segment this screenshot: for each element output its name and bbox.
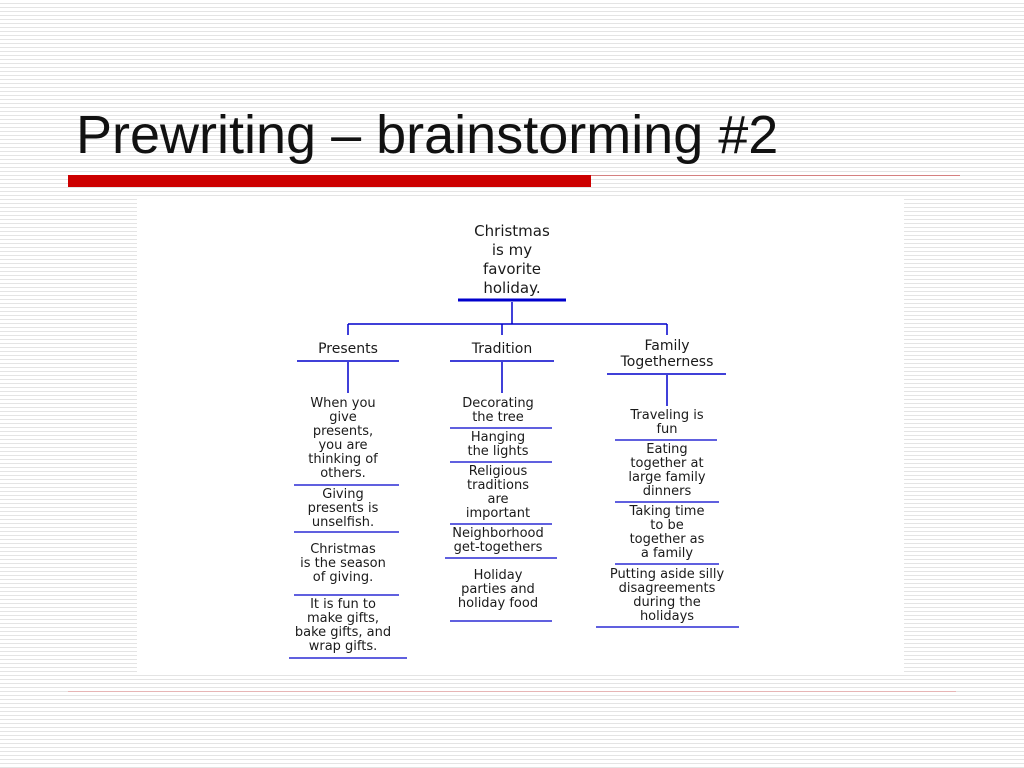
root-node: Christmas is my favorite holiday. — [474, 222, 550, 297]
presents-item: Giving presents is unselfish. — [307, 487, 379, 530]
tradition-item: Religious traditions are important — [465, 464, 531, 521]
tradition-item: Hanging the lights — [467, 430, 529, 459]
family-item: Eating together at large family dinners — [628, 442, 706, 499]
title-accent-line — [591, 175, 960, 176]
family-item: Putting aside silly disagreements during… — [609, 567, 725, 624]
branch-header-family: Family Togetherness — [620, 338, 714, 370]
presents-item: When you give presents, you are thinking… — [308, 396, 378, 481]
family-item: Taking time to be together as a family — [629, 504, 705, 561]
tradition-item: Decorating the tree — [462, 396, 534, 425]
connector-lines — [289, 298, 739, 659]
presents-item: It is fun to make gifts, bake gifts, and… — [294, 597, 392, 654]
presents-item: Christmas is the season of giving. — [300, 542, 386, 585]
branch-header-tradition: Tradition — [471, 341, 533, 357]
tradition-item: Neighborhood get-togethers — [452, 526, 544, 555]
branch-header-presents: Presents — [318, 341, 378, 357]
footer-line — [68, 691, 956, 692]
title-accent-bar — [68, 175, 591, 187]
slide-title: Prewriting – brainstorming #2 — [76, 105, 779, 165]
brainstorm-diagram-panel: Christmas is my favorite holiday. Presen… — [137, 196, 904, 672]
family-item: Traveling is fun — [630, 408, 704, 437]
tradition-item: Holiday parties and holiday food — [457, 568, 539, 611]
